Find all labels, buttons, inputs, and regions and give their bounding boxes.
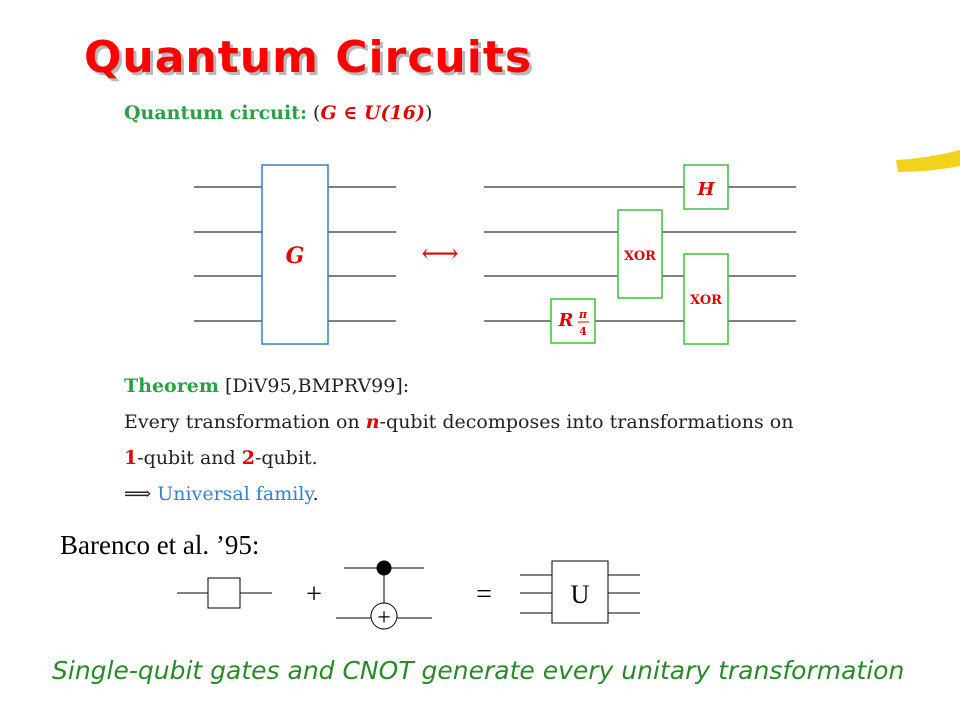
yellow-swoosh-icon — [896, 150, 960, 172]
gate-xor-1-box — [617, 209, 663, 299]
gate-xor-1-label: XOR — [624, 249, 656, 264]
right-circuit-wires — [484, 186, 796, 322]
footer-statement: Single-qubit gates and CNOT generate eve… — [52, 656, 905, 685]
circuit-subtitle: Quantum circuit: (G ∈ U(16)) — [124, 102, 432, 124]
gate-r-sub-den: 4 — [579, 325, 587, 338]
theorem-line-3-end: . — [312, 483, 319, 505]
theorem-line-2-b: -qubit. — [254, 447, 318, 469]
gate-r-box — [550, 298, 596, 344]
subtitle-label: Quantum circuit: — [124, 102, 307, 124]
theorem-citation: [DiV95,BMPRV99]: — [218, 375, 410, 397]
subtitle-open: ( — [307, 102, 321, 124]
theorem-n: n — [365, 411, 380, 433]
theorem-line-2: 1-qubit and 2-qubit. — [124, 440, 793, 476]
subtitle-math: G ∈ U(16) — [320, 102, 425, 124]
gate-xor-2-label: XOR — [690, 293, 722, 308]
gate-xor-2-box — [683, 253, 729, 345]
barenco-equals: = — [476, 579, 492, 610]
theorem-line-1-b: -qubit decomposes into transformations o… — [379, 411, 794, 433]
gate-g-box — [261, 164, 329, 345]
universal-family: Universal family — [157, 483, 313, 505]
barenco-diagram — [177, 560, 640, 630]
barenco-target-symbol: + — [377, 605, 391, 631]
theorem-line-1-a: Every transformation on — [124, 411, 366, 433]
gate-h-label: H — [696, 179, 715, 200]
implies-arrow: ⟹ — [124, 483, 158, 505]
theorem-line-1: Every transformation on n-qubit decompos… — [124, 404, 793, 440]
barenco-label: Barenco et al. ’95: — [60, 530, 260, 560]
gate-r-label: R — [558, 310, 574, 331]
gate-h-box — [683, 164, 729, 210]
theorem-block: Theorem [DiV95,BMPRV99]: Every transform… — [124, 368, 793, 512]
barenco-plus: + — [306, 579, 322, 610]
left-circuit-wires — [194, 186, 396, 322]
theorem-two: 2 — [241, 447, 255, 469]
theorem-label: Theorem — [124, 375, 219, 397]
subtitle-close: ) — [424, 102, 433, 124]
equivalence-arrow: ⟷ — [421, 239, 458, 269]
gate-g-label: G — [286, 243, 305, 269]
theorem-one: 1 — [124, 447, 138, 469]
slide-title: Quantum Circuits — [84, 32, 533, 83]
gate-r-sub-num: π — [578, 308, 588, 321]
theorem-heading: Theorem [DiV95,BMPRV99]: — [124, 368, 793, 404]
theorem-line-2-a: -qubit and — [137, 447, 242, 469]
barenco-gate-u: U — [571, 580, 590, 609]
theorem-line-3: ⟹ Universal family. — [124, 476, 793, 512]
